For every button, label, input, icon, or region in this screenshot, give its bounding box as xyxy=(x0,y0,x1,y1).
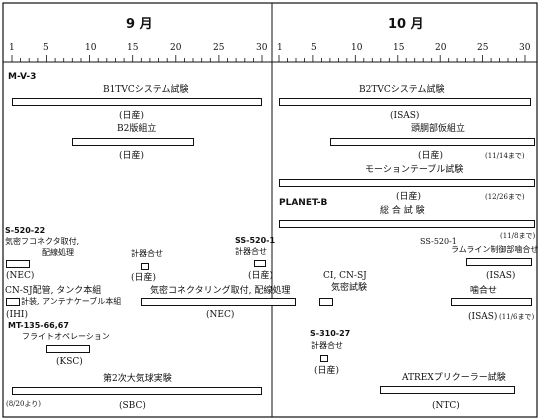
bar-ramline xyxy=(466,258,532,266)
maker-head-assembly: (日産) xyxy=(418,151,444,161)
note-kamiawase: (11/6まで) xyxy=(499,313,535,321)
marker-keiki-1 xyxy=(141,263,149,270)
tick-sep-25: 25 xyxy=(213,43,225,53)
task-ci-cnsj: CI, CN-SJ xyxy=(323,271,367,281)
maker-cn-sj: (IHI) xyxy=(6,310,28,320)
bar-balloon xyxy=(12,387,262,395)
bar-cn-sj xyxy=(6,298,20,306)
tick-sep-10: 10 xyxy=(85,43,97,53)
bar-flight-ops xyxy=(46,345,90,353)
task-b1tvc: B1TVCシステム試験 xyxy=(103,85,189,95)
bar-atrex xyxy=(380,386,515,394)
task-head-assembly: 頭胴部仮組立 xyxy=(411,124,466,134)
task-b2tvc: B2TVCシステム試験 xyxy=(359,85,445,95)
month-sept: 9 月 xyxy=(126,17,153,32)
task-integration-test: 総 合 試 験 xyxy=(380,206,425,216)
tick-oct-15: 15 xyxy=(393,43,405,53)
marker-ss520-1-sep xyxy=(254,260,266,267)
task-antenna: 計装, アンテナケーブル本組 xyxy=(21,297,122,306)
tick-oct-5: 5 xyxy=(311,43,317,53)
task-ss520-1-sep: 計器合せ xyxy=(235,247,267,256)
maker-atrex: (NTC) xyxy=(432,401,460,411)
label-s520-22: S-520-22 xyxy=(5,226,46,235)
tick-oct-30: 30 xyxy=(519,43,531,53)
maker-b2-assembly: (日産) xyxy=(119,151,145,161)
tick-sep-5: 5 xyxy=(43,43,49,53)
bar-s520-22 xyxy=(6,260,30,268)
tick-oct-25: 25 xyxy=(477,43,489,53)
marker-s310-keiki xyxy=(320,355,328,362)
tick-oct-20: 20 xyxy=(435,43,447,53)
task-keiki-1: 計器合せ xyxy=(131,249,163,258)
bar-b2tvc xyxy=(279,98,531,106)
label-mv3: M-V-3 xyxy=(8,72,37,82)
task-s520-22-b: 配線処理 xyxy=(42,248,74,257)
task-balloon: 第2次大気球実験 xyxy=(103,374,172,384)
tick-sep-30: 30 xyxy=(256,43,268,53)
note-motion-table: (12/26まで) xyxy=(485,193,525,201)
maker-b1tvc: (日産) xyxy=(119,111,145,121)
label-ss520-1-oct: SS-520-1 xyxy=(420,237,457,246)
task-s520-22-a: 気密フコネクタ取付, xyxy=(5,237,80,246)
maker-ramline: (ISAS) xyxy=(486,271,516,281)
bar-integration-test xyxy=(279,220,535,228)
tick-oct-1: 1 xyxy=(277,43,283,53)
bar-b1tvc xyxy=(12,98,262,106)
task-kimitsu-test: 気密試験 xyxy=(331,283,368,293)
maker-keiki-1: (日産) xyxy=(131,273,157,283)
bar-head-assembly xyxy=(330,138,535,146)
marker-ci-cnsj xyxy=(319,298,333,306)
tick-sep-1: 1 xyxy=(9,43,15,53)
maker-flight-ops: (KSC) xyxy=(56,357,83,367)
note-integration-test: (11/8まで) xyxy=(500,232,536,240)
bar-b2-assembly xyxy=(72,138,194,146)
label-ss520-1-sep: SS-520-1 xyxy=(235,236,276,245)
maker-s310-keiki: (日産) xyxy=(314,366,340,376)
maker-motion-table: (日産) xyxy=(396,192,422,202)
task-flight-ops: フライトオペレーション xyxy=(22,332,110,341)
tick-oct-10: 10 xyxy=(351,43,363,53)
month-oct: 10 月 xyxy=(388,17,424,32)
maker-kimitsu: (NEC) xyxy=(206,310,235,320)
label-mt135: MT-135-66,67 xyxy=(8,321,69,330)
task-kimitsu: 気密コネクタリング取付, 配線処理 xyxy=(150,286,291,296)
task-motion-table: モーションテーブル試験 xyxy=(365,165,464,175)
maker-kamiawase: (ISAS) xyxy=(468,312,498,322)
label-planet-b: PLANET-B xyxy=(279,198,328,208)
bar-kimitsu xyxy=(141,298,296,306)
bar-motion-table xyxy=(279,179,535,187)
task-atrex: ATREXプリクーラー試験 xyxy=(402,373,506,383)
maker-s520-22: (NEC) xyxy=(6,271,35,281)
task-b2-assembly: B2版組立 xyxy=(117,124,157,134)
maker-b2tvc: (ISAS) xyxy=(390,111,420,121)
task-kamiawase: 噛合せ xyxy=(470,286,498,296)
bar-kamiawase xyxy=(451,298,532,306)
maker-balloon: (SBC) xyxy=(119,401,146,411)
tick-sep-15: 15 xyxy=(127,43,139,53)
label-s310-27: S-310-27 xyxy=(310,329,351,338)
task-cn-sj: CN-SJ配管, タンク本組 xyxy=(5,286,102,296)
tick-sep-20: 20 xyxy=(170,43,182,53)
maker-ss520-1-sep: (日産) xyxy=(248,271,274,281)
task-ramline: ラムライン制御部噛合せ xyxy=(451,245,539,254)
task-s310-keiki: 計器合せ xyxy=(311,341,343,350)
note-balloon: (8/20より) xyxy=(6,400,42,408)
note-head-assembly: (11/14まで) xyxy=(485,152,525,160)
